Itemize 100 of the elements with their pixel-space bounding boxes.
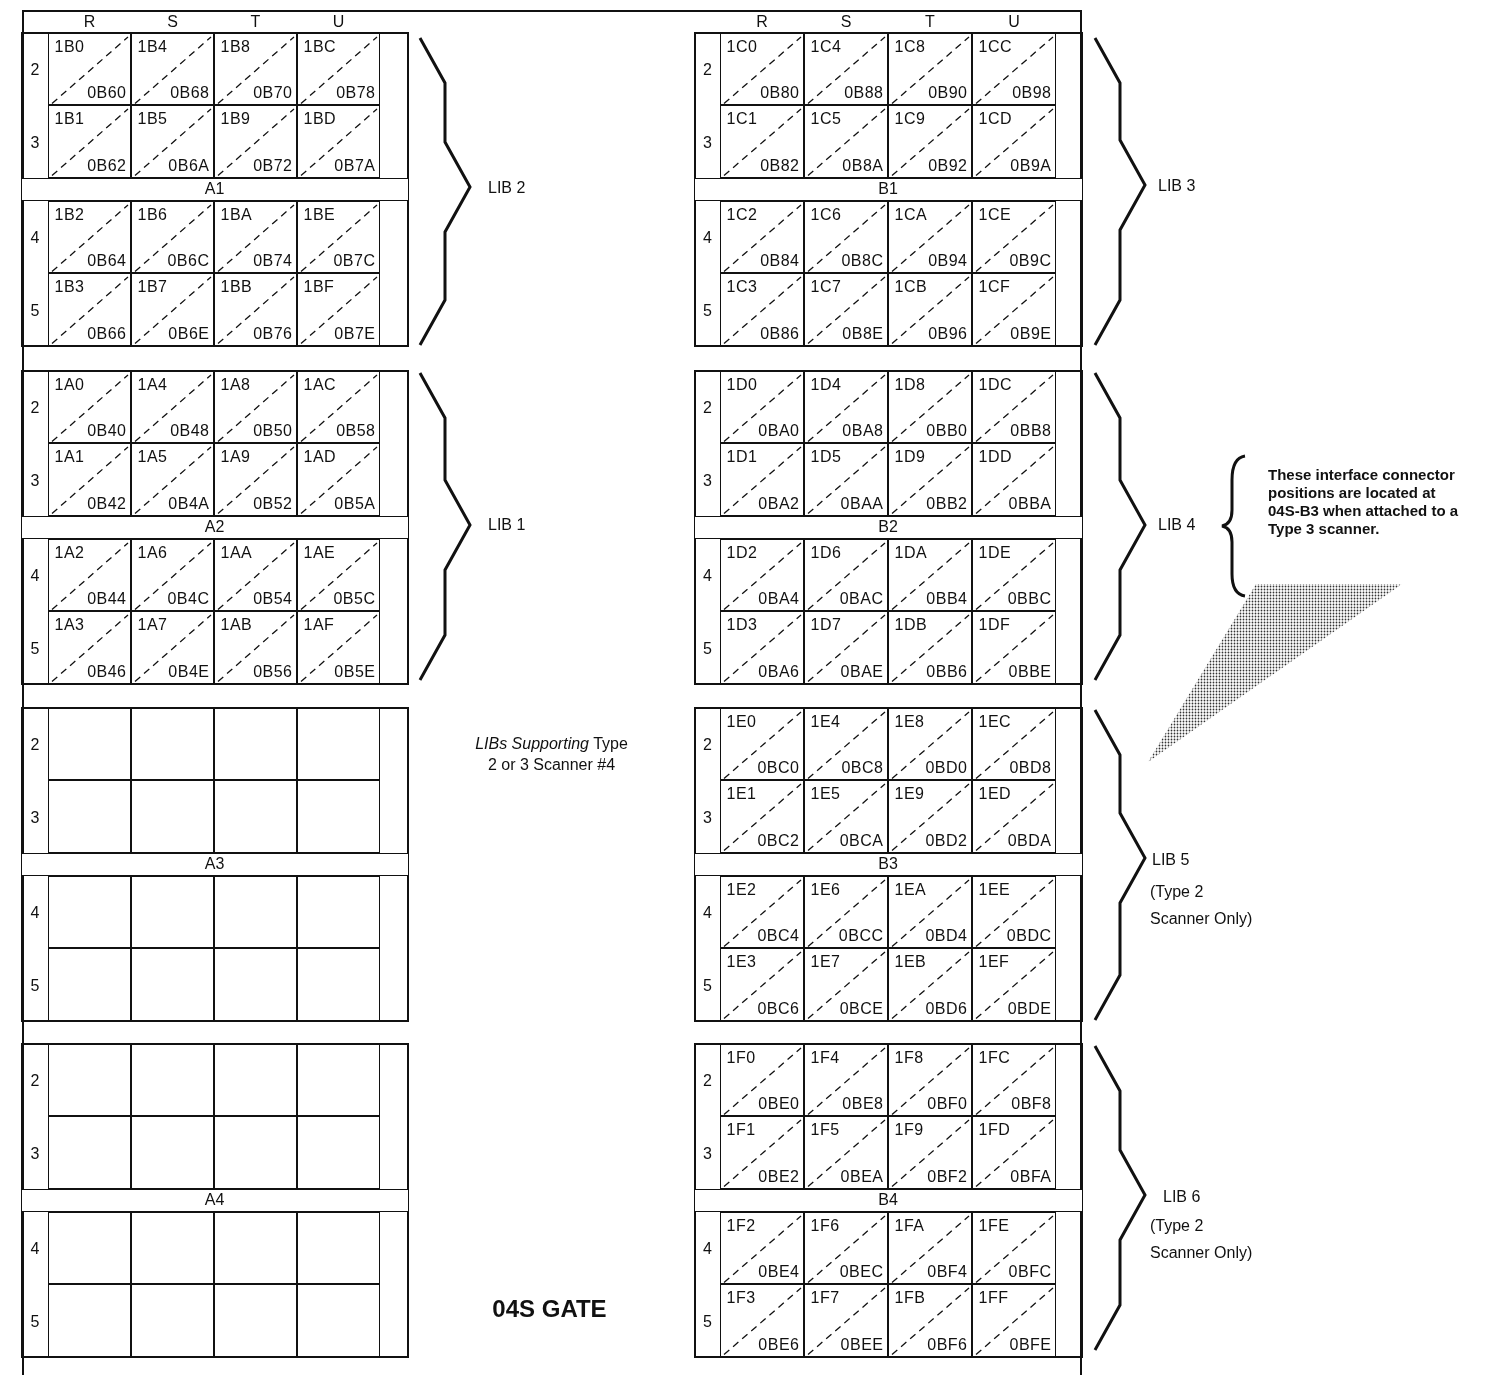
address-code: 0B4E bbox=[168, 662, 210, 681]
address-code: 1E0 bbox=[726, 712, 757, 731]
address-code: 1A5 bbox=[137, 448, 168, 466]
address-code: 0B7A bbox=[334, 156, 376, 175]
address-code: 1DA bbox=[894, 543, 928, 562]
address-code: 0BD0 bbox=[925, 759, 968, 777]
address-code: 1EF bbox=[978, 953, 1010, 971]
row-number: 2 bbox=[703, 734, 712, 754]
address-code: 1EA bbox=[894, 880, 927, 899]
address-code: 0BB0 bbox=[926, 422, 968, 440]
board-label: B3 bbox=[694, 852, 1082, 876]
row-number: 5 bbox=[703, 300, 712, 320]
address-code: 1C5 bbox=[810, 110, 842, 128]
address-code: 1E3 bbox=[726, 953, 757, 971]
address-code: 0B7C bbox=[333, 252, 376, 270]
row-number: 5 bbox=[30, 1311, 40, 1331]
address-code: 0BAE bbox=[840, 662, 884, 681]
address-code: 0B94 bbox=[928, 252, 968, 270]
address-code: 0B54 bbox=[253, 590, 293, 608]
row-number: 2 bbox=[30, 397, 40, 417]
row-number: 3 bbox=[30, 807, 40, 827]
address-code: 1E2 bbox=[726, 880, 757, 899]
row-number: 4 bbox=[703, 1238, 712, 1258]
address-code: 0BC4 bbox=[757, 927, 800, 945]
address-code: 0B72 bbox=[253, 156, 293, 175]
address-code: 0B9E bbox=[1010, 324, 1052, 343]
address-code: 0BD4 bbox=[925, 927, 968, 945]
address-code: 0BF2 bbox=[927, 1167, 968, 1186]
address-code: 0B68 bbox=[170, 84, 210, 102]
address-code: 1FC bbox=[978, 1048, 1011, 1067]
address-code: 1D1 bbox=[726, 448, 758, 466]
address-code: 0B56 bbox=[253, 662, 293, 681]
row-number: 3 bbox=[703, 470, 712, 490]
address-code: 0B74 bbox=[253, 252, 293, 270]
address-code: 1BF bbox=[303, 278, 335, 296]
board-label: B1 bbox=[694, 177, 1082, 201]
row-number: 5 bbox=[30, 975, 40, 995]
address-code: 0B48 bbox=[170, 422, 210, 440]
board-label: A4 bbox=[21, 1188, 408, 1212]
row-number: 4 bbox=[30, 565, 40, 585]
address-code: 1E4 bbox=[810, 712, 841, 731]
board-label: B4 bbox=[694, 1188, 1082, 1212]
address-code: 1D0 bbox=[726, 375, 758, 394]
address-code: 1E9 bbox=[894, 785, 925, 803]
address-code: 0BFE bbox=[1009, 1335, 1052, 1354]
lib-label: LIB 4 bbox=[1158, 515, 1196, 534]
address-code: 0B98 bbox=[1012, 84, 1052, 102]
address-code: 1A1 bbox=[54, 448, 85, 466]
row-number: 4 bbox=[30, 1238, 40, 1258]
address-code: 1E8 bbox=[894, 712, 925, 731]
address-code: 1E7 bbox=[810, 953, 841, 971]
address-code: 0BF4 bbox=[927, 1263, 968, 1281]
address-code: 1D8 bbox=[894, 375, 926, 394]
address-code: 0BAC bbox=[839, 590, 884, 608]
address-code: 0BCA bbox=[839, 831, 884, 850]
address-code: 1D5 bbox=[810, 448, 842, 466]
address-code: 1FB bbox=[894, 1289, 926, 1307]
address-code: 1BE bbox=[303, 205, 336, 224]
address-code: 1AB bbox=[220, 616, 253, 634]
address-code: 0BE8 bbox=[842, 1095, 884, 1113]
address-code: 1B5 bbox=[137, 110, 168, 128]
address-code: 0BB2 bbox=[926, 494, 968, 513]
row-number: 2 bbox=[703, 59, 712, 79]
address-code: 0BD6 bbox=[925, 999, 968, 1018]
row-number: 2 bbox=[703, 397, 712, 417]
address-code: 0BA2 bbox=[758, 494, 800, 513]
address-code: 1DE bbox=[978, 543, 1012, 562]
address-code: 1BB bbox=[220, 278, 253, 296]
address-code: 0B76 bbox=[253, 324, 293, 343]
lib-note: (Type 2 Scanner Only) bbox=[1150, 882, 1254, 929]
address-code: 1A6 bbox=[137, 543, 168, 562]
address-code: 0BE6 bbox=[758, 1335, 800, 1354]
column-letter: T bbox=[250, 11, 261, 31]
address-code: 0BC6 bbox=[757, 999, 800, 1018]
row-number: 5 bbox=[30, 638, 40, 658]
address-code: 0B92 bbox=[928, 156, 968, 175]
address-code: 0BB6 bbox=[926, 662, 968, 681]
address-code: 1D2 bbox=[726, 543, 758, 562]
address-code: 1BC bbox=[303, 37, 337, 56]
address-code: 0BA6 bbox=[758, 662, 800, 681]
lib-note: (Type 2 Scanner Only) bbox=[1150, 1216, 1254, 1263]
address-code: 0BA8 bbox=[842, 422, 884, 440]
address-code: 0BFC bbox=[1008, 1263, 1052, 1281]
address-code: 1F2 bbox=[726, 1216, 756, 1235]
address-code: 0B80 bbox=[760, 84, 800, 102]
address-code: 0B52 bbox=[253, 494, 293, 513]
address-code: 0B50 bbox=[253, 422, 293, 440]
address-code: 0B7E bbox=[334, 324, 376, 343]
address-code: 1E1 bbox=[726, 785, 757, 803]
address-code: 0B58 bbox=[336, 422, 376, 440]
address-code: 0BBE bbox=[1008, 662, 1052, 681]
address-code: 1C1 bbox=[726, 110, 758, 128]
address-code: 0B5E bbox=[334, 662, 376, 681]
address-code: 0B8C bbox=[841, 252, 884, 270]
address-code: 1E6 bbox=[810, 880, 841, 899]
address-code: 0B4A bbox=[168, 494, 210, 513]
address-code: 0BEA bbox=[840, 1167, 884, 1186]
row-number: 3 bbox=[30, 470, 40, 490]
address-code: 1FA bbox=[894, 1216, 925, 1235]
address-code: 0B70 bbox=[253, 84, 293, 102]
